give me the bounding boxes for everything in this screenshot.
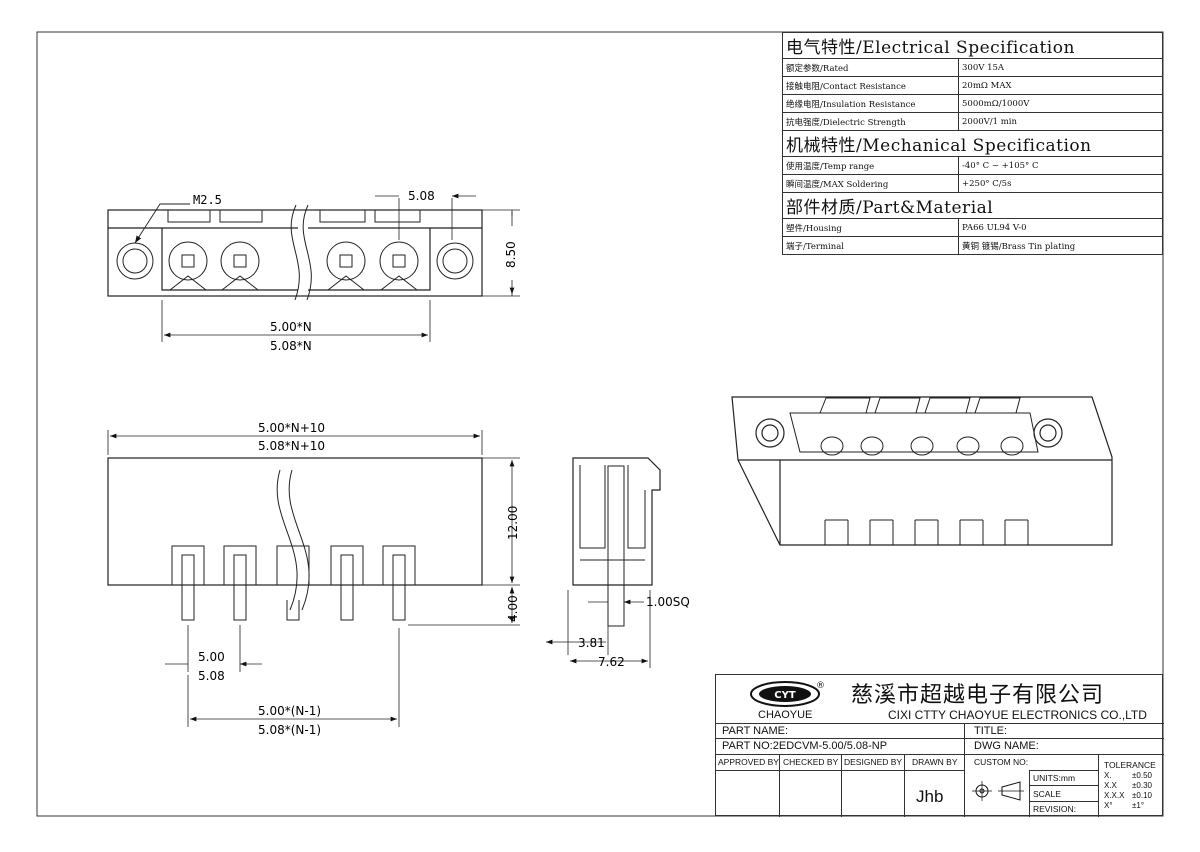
top-dim2: 5.08*N (270, 339, 312, 353)
material-spec-title: 部件材质/Part&Material (782, 192, 1163, 219)
side-sq: 1.00SQ (646, 595, 690, 609)
spec-key: 瞬间温度/MAX Soldering (782, 174, 959, 193)
tolerance-value: ±0.30 (1132, 781, 1152, 790)
spec-value: PA66 UL94 V-0 (958, 218, 1163, 237)
revision-label: REVISION: (1033, 804, 1076, 814)
spec-value: 2000V/1 min (958, 112, 1163, 131)
tolerance-key: X.X.X (1104, 791, 1125, 800)
drawn-by-signature: Jhb (916, 787, 944, 806)
spec-value: 黄铜 镀锡/Brass Tin plating (958, 236, 1163, 255)
drawn-by-label: DRAWN BY (912, 757, 958, 767)
custom-no-label: CUSTOM NO: (974, 757, 1029, 767)
top-height-label: 8.50 (504, 241, 518, 268)
spec-key: 塑件/Housing (782, 218, 959, 237)
spec-value: 5000mΩ/1000V (958, 94, 1163, 113)
svg-text:®: ® (816, 681, 825, 691)
company-name-cn: 慈溪市超越电子有限公司 (851, 682, 1105, 707)
spec-key: 使用温度/Temp range (782, 156, 959, 175)
front-s1: 5.00*(N-1) (258, 704, 321, 718)
top-dim1: 5.00*N (270, 320, 312, 334)
sheet-border (36, 31, 1164, 817)
spec-key: 抗电强度/Dielectric Strength (782, 112, 959, 131)
checked-by-label: CHECKED BY (783, 757, 839, 767)
spec-value: 20mΩ MAX (958, 76, 1163, 95)
tolerance-value: ±1° (1132, 801, 1145, 810)
front-s2: 5.08*(N-1) (258, 723, 321, 737)
spec-value: -40° C ~ +105° C (958, 156, 1163, 175)
front-h1: 12.00 (506, 506, 520, 540)
spec-key: 绝缘电阻/Insulation Resistance (782, 94, 959, 113)
dwg-name-label: DWG NAME: (974, 740, 1039, 752)
spec-value: +250° C/5s (958, 174, 1163, 193)
side-view (546, 457, 661, 668)
side-d1: 3.81 (578, 636, 605, 650)
isometric-view (731, 396, 1113, 546)
title-label: TITLE: (974, 725, 1008, 737)
company-logo: CYT ® (750, 681, 825, 707)
electrical-spec-title: 电气特性/Electrical Specification (782, 32, 1163, 59)
front-w2: 5.08*N+10 (258, 439, 325, 453)
units-label: UNITS:mm (1033, 773, 1076, 783)
spec-key: 端子/Terminal (782, 236, 959, 255)
part-name-label: PART NAME: (722, 725, 789, 737)
top-pitch-label: 5.08 (408, 189, 435, 203)
top-view (107, 196, 520, 342)
m25-label: M2.5 (193, 193, 222, 207)
tolerance-key: X. (1104, 771, 1112, 780)
projection-symbol-icon (972, 781, 1024, 801)
front-h2: 4.00 (506, 595, 520, 622)
tolerance-label: TOLERANCE (1104, 760, 1156, 770)
front-w1: 5.00*N+10 (258, 421, 325, 435)
title-block: CYT ® CHAOYUE 慈溪市超越电子有限公司 CIXI CTTY CHAO… (715, 674, 1164, 817)
front-view (107, 430, 520, 727)
scale-label: SCALE (1033, 789, 1061, 799)
front-p1: 5.00 (198, 650, 225, 664)
brand-name: CHAOYUE (758, 709, 813, 721)
spec-key: 额定参数/Rated (782, 58, 959, 77)
specification-table: 电气特性/Electrical Specification 额定参数/Rated… (782, 32, 1163, 255)
tolerance-value: ±0.50 (1132, 771, 1152, 780)
mechanical-spec-title: 机械特性/Mechanical Specification (782, 130, 1163, 157)
spec-value: 300V 15A (958, 58, 1163, 77)
front-p2: 5.08 (198, 669, 225, 683)
part-number: PART NO:2EDCVM-5.00/5.08-NP (722, 740, 888, 752)
logo-text: CYT (774, 690, 796, 701)
tolerance-value: ±0.10 (1132, 791, 1152, 800)
designed-by-label: DESIGNED BY (844, 757, 903, 767)
side-d2: 7.62 (598, 655, 625, 669)
company-name-en: CIXI CTTY CHAOYUE ELECTRONICS CO.,LTD (888, 708, 1147, 722)
approved-by-label: APPROVED BY (718, 757, 779, 767)
tolerance-key: X.X (1104, 781, 1117, 790)
tolerance-key: X° (1104, 801, 1113, 810)
spec-key: 接触电阻/Contact Resistance (782, 76, 959, 95)
